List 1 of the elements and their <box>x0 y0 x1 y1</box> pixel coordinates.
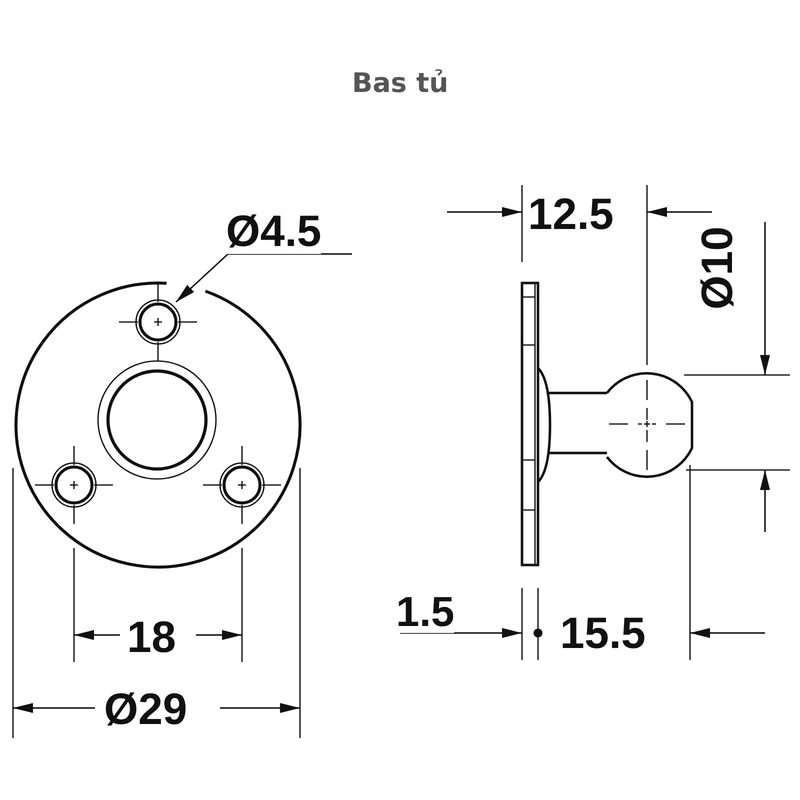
title: Bas tủ <box>352 70 448 97</box>
